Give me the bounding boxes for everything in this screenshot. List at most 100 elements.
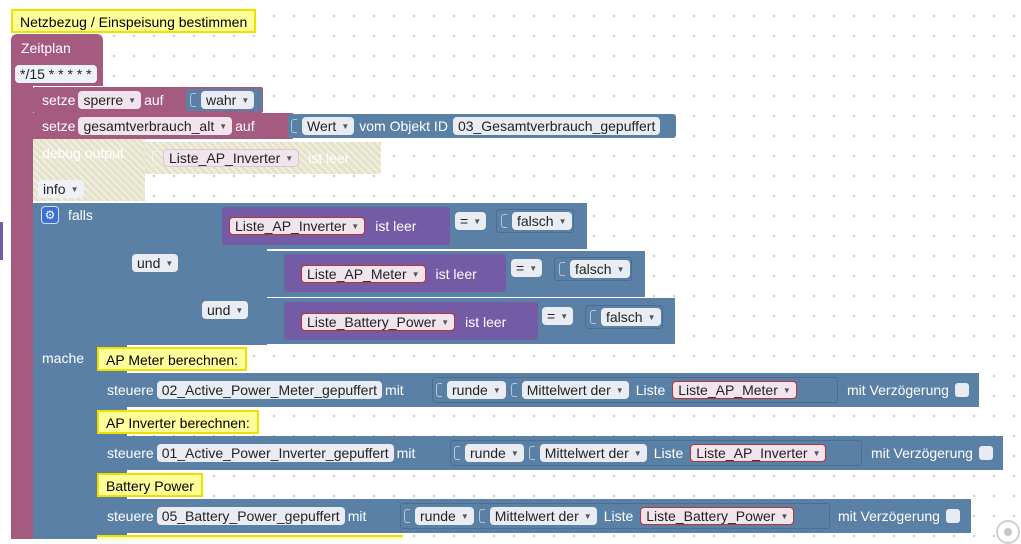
comment-text: Netzbezug / Einspeisung bestimmen: [20, 14, 248, 30]
dropdown-arrow-icon: ▼: [560, 311, 569, 321]
if-label: falls: [68, 207, 93, 223]
and-dropdown-1[interactable]: und▼: [132, 254, 179, 272]
object-id-field-3[interactable]: 05_Battery_Power_gepuffert: [156, 507, 345, 525]
delay-label: mit Verzögerung: [871, 445, 973, 461]
value-connector: [404, 509, 410, 523]
dropdown-arrow-icon: ▼: [492, 385, 501, 395]
dropdown-arrow-icon: ▼: [411, 269, 420, 279]
bool-dropdown-3[interactable]: falsch▼: [601, 308, 661, 326]
comment-netzbezug[interactable]: Netzbezug / Einspeisung bestimmen: [11, 9, 257, 33]
control-label: steuere: [107, 508, 154, 524]
schedule-spine: [11, 80, 33, 539]
dropdown-arrow-icon: ▼: [219, 121, 228, 131]
dropdown-arrow-icon: ▼: [615, 385, 624, 395]
delay-checkbox-2[interactable]: [978, 446, 993, 460]
dropdown-arrow-icon: ▼: [782, 385, 791, 395]
bool-connector: [190, 93, 196, 107]
debug-label: debug output: [42, 145, 124, 161]
operator-dropdown-3[interactable]: =▼: [542, 307, 574, 325]
is-empty-label: ist leer: [308, 150, 350, 166]
comment-ap-inverter[interactable]: AP Inverter berechnen:: [97, 410, 259, 434]
with-label: mit: [385, 382, 404, 398]
round-dropdown-3[interactable]: runde▼: [415, 507, 474, 525]
target-icon-dot: [1004, 528, 1012, 536]
comment-text: Battery Power: [106, 478, 194, 494]
comment-next-partial: [97, 535, 403, 539]
list-dropdown-m2[interactable]: Liste_AP_Inverter▼: [690, 444, 827, 462]
dropdown-arrow-icon: ▼: [351, 221, 360, 231]
log-level-dropdown[interactable]: info▼: [38, 180, 84, 198]
to-label: auf: [235, 118, 255, 134]
target-icon[interactable]: [996, 520, 1020, 544]
list-label: Liste: [635, 382, 666, 398]
value-connector: [478, 509, 485, 523]
cron-field[interactable]: */15 * * * * *: [15, 65, 97, 83]
value-connector: [501, 214, 507, 228]
dropdown-arrow-icon: ▼: [70, 184, 79, 194]
list-dropdown-m1[interactable]: Liste_AP_Meter▼: [672, 381, 797, 399]
dropdown-arrow-icon: ▼: [473, 216, 482, 226]
with-label: mit: [347, 508, 367, 524]
dropdown-arrow-icon: ▼: [241, 95, 250, 105]
dropdown-arrow-icon: ▼: [235, 305, 244, 315]
dropdown-arrow-icon: ▼: [558, 216, 567, 226]
is-empty-label: ist leer: [435, 266, 477, 282]
dropdown-arrow-icon: ▼: [341, 121, 350, 131]
and-block-inner[interactable]: [197, 249, 267, 345]
math-dropdown-1[interactable]: Mittelwert der▼: [521, 381, 629, 399]
prop-dropdown[interactable]: Wert▼: [302, 117, 355, 135]
dropdown-arrow-icon: ▼: [128, 95, 137, 105]
dropdown-arrow-icon: ▼: [529, 263, 538, 273]
object-id-field-1[interactable]: 02_Active_Power_Meter_gepuffert: [156, 381, 383, 399]
dropdown-arrow-icon: ▼: [510, 448, 519, 458]
dropdown-arrow-icon: ▼: [165, 258, 174, 268]
delay-label: mit Verzögerung: [847, 382, 949, 398]
is-empty-label: ist leer: [375, 218, 417, 234]
dropdown-arrow-icon: ▼: [812, 448, 821, 458]
round-dropdown-1[interactable]: runde▼: [447, 381, 506, 399]
and-block-outer[interactable]: [127, 203, 197, 345]
list-dropdown-3[interactable]: Liste_Battery_Power▼: [301, 313, 456, 331]
value-connector: [559, 262, 565, 276]
set-label: setze: [42, 118, 76, 134]
list-dropdown-1[interactable]: Liste_AP_Inverter▼: [229, 217, 366, 235]
operator-dropdown-1[interactable]: =▼: [455, 212, 487, 230]
value-connector: [152, 151, 158, 165]
round-dropdown-2[interactable]: runde▼: [465, 444, 524, 462]
bool-dropdown-1[interactable]: falsch▼: [512, 212, 572, 230]
comment-text: AP Inverter berechnen:: [106, 415, 250, 431]
dropdown-arrow-icon: ▼: [441, 317, 450, 327]
bool-dropdown-2[interactable]: falsch▼: [570, 260, 630, 278]
list-dropdown-m3[interactable]: Liste_Battery_Power▼: [640, 507, 795, 525]
delay-checkbox-1[interactable]: [954, 383, 969, 397]
math-dropdown-3[interactable]: Mittelwert der▼: [489, 507, 597, 525]
control-label: steuere: [107, 382, 154, 398]
value-connector: [291, 119, 297, 133]
dropdown-arrow-icon: ▼: [780, 511, 789, 521]
dropdown-arrow-icon: ▼: [647, 312, 656, 322]
object-id-field-2[interactable]: 01_Active_Power_Inverter_gepuffert: [156, 444, 394, 462]
bool-dropdown[interactable]: wahr▼: [201, 91, 255, 109]
dropdown-arrow-icon: ▼: [460, 511, 469, 521]
and-dropdown-2[interactable]: und▼: [202, 301, 249, 319]
var-dropdown-sperre[interactable]: sperre▼: [78, 91, 142, 109]
is-empty-label: ist leer: [465, 314, 507, 330]
delay-checkbox-3[interactable]: [945, 509, 960, 523]
value-connector: [590, 310, 596, 324]
dropdown-arrow-icon: ▼: [633, 448, 642, 458]
value-connector: [528, 446, 535, 460]
object-id-field[interactable]: 03_Gesamtverbrauch_gepuffert: [452, 117, 661, 135]
workspace-edge-marker: [0, 222, 3, 260]
comment-battery-power[interactable]: Battery Power: [97, 473, 203, 497]
do-label: mache: [42, 350, 85, 366]
delay-label: mit Verzögerung: [838, 508, 940, 524]
list-label: Liste: [653, 445, 684, 461]
list-dropdown-2[interactable]: Liste_AP_Meter▼: [301, 265, 426, 283]
operator-dropdown-2[interactable]: =▼: [511, 259, 543, 277]
debug-list-dropdown[interactable]: Liste_AP_Inverter▼: [163, 149, 300, 167]
comment-ap-meter[interactable]: AP Meter berechnen:: [97, 347, 248, 371]
math-dropdown-2[interactable]: Mittelwert der▼: [539, 444, 647, 462]
var-dropdown-gesamtverbrauch[interactable]: gesamtverbrauch_alt▼: [78, 117, 233, 135]
list-label: Liste: [603, 508, 634, 524]
gear-icon[interactable]: ⚙: [41, 206, 59, 224]
